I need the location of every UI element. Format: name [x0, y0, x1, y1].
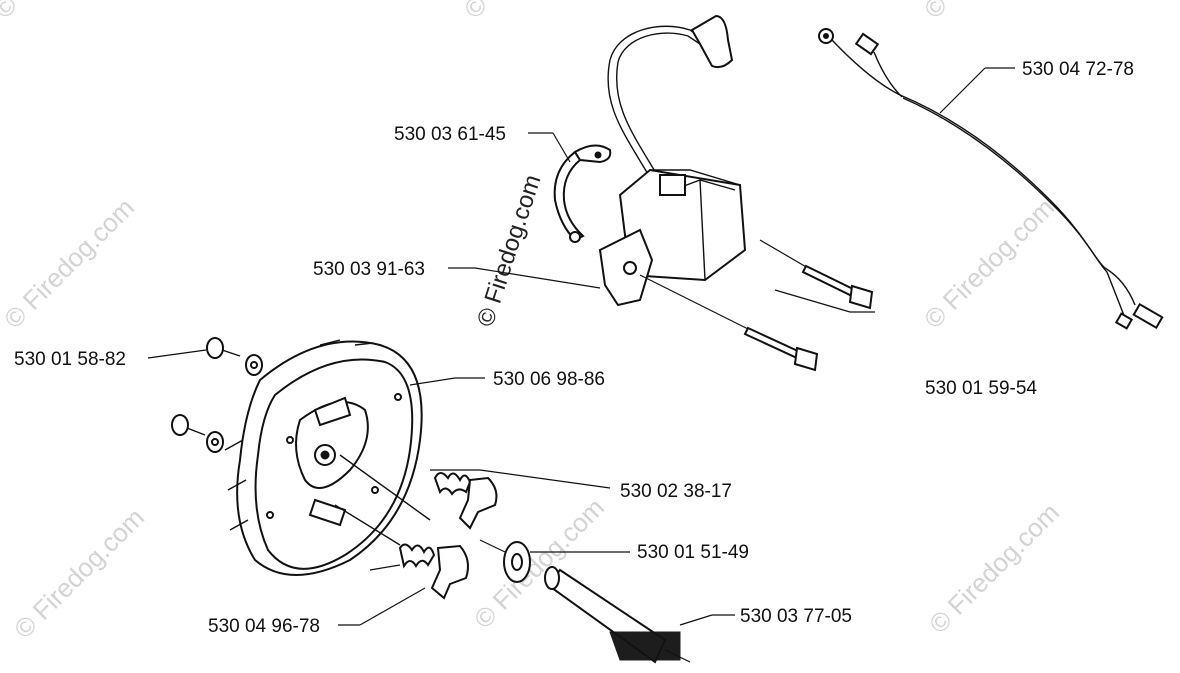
sleeve-drawing [544, 566, 691, 664]
watermark-text: © Firedog.com [458, 0, 600, 24]
part-label-flywheel: 530 06 98-86 [493, 369, 605, 390]
pawl-spring-drawing [339, 454, 498, 530]
watermark-text: © Firedog.com [923, 497, 1065, 639]
part-label-wire-harness: 530 04 72-78 [1022, 59, 1134, 80]
washer-drawing [479, 539, 531, 583]
leader-line [147, 349, 207, 359]
leader-line [359, 587, 426, 626]
leader-line [552, 132, 571, 163]
part-label-sleeve: 530 03 77-05 [740, 606, 852, 627]
leader-line [409, 377, 456, 386]
watermark-text-dark: © Firedog.com [472, 171, 546, 329]
coil-clip-drawing [553, 144, 612, 243]
ignition-module-drawing [598, 14, 747, 307]
part-label-flywheel-screw: 530 01 58-82 [14, 349, 126, 370]
pawl-drawing [334, 504, 469, 600]
watermark-text: © Firedog.com [0, 192, 140, 334]
wire-harness-drawing [818, 28, 1164, 330]
module-screws-drawing [639, 239, 875, 372]
flywheel-screws-drawing [171, 337, 263, 453]
leader-line [474, 267, 601, 289]
part-label-ignition-module: 530 03 91-63 [313, 259, 425, 280]
part-label-washer: 530 01 51-49 [637, 542, 749, 563]
watermark-text: © Firedog.com [918, 192, 1060, 334]
watermark-text: © Firedog.com [0, 0, 130, 24]
watermark-text: © Firedog.com [918, 0, 1060, 24]
part-label-pawl-spring: 530 02 38-17 [620, 481, 732, 502]
part-label-module-screw: 530 01 59-54 [925, 378, 1037, 399]
leader-line [679, 614, 713, 626]
watermark-text: © Firedog.com [8, 502, 150, 644]
flywheel-drawing [224, 339, 423, 576]
part-label-coil-clip: 530 03 61-45 [394, 124, 506, 145]
part-label-pawl: 530 04 96-78 [208, 616, 320, 637]
leader-line [479, 469, 611, 489]
